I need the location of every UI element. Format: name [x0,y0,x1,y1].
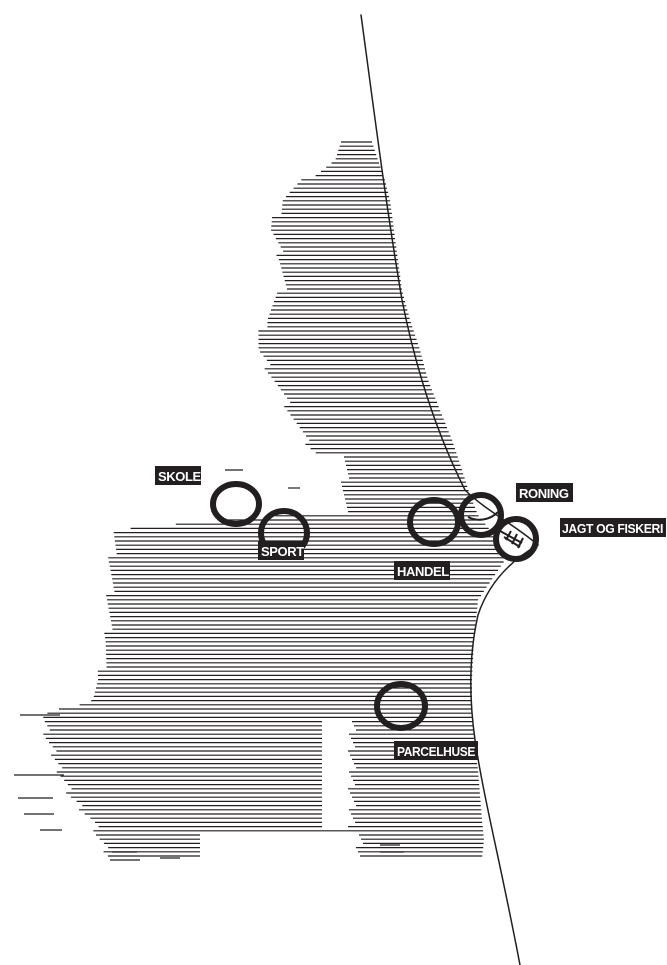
label-jagt-og-fiskeri[interactable]: JAGT OG FISKERI [560,518,666,537]
hatched-area [14,141,504,861]
coastline [360,14,540,965]
label-sport[interactable]: SPORT [258,541,305,560]
pier-marks [467,511,524,549]
label-skole[interactable]: SKOLE [155,466,202,485]
label-parcelhuse-text: PARCELHUSE [397,744,476,759]
label-handel-text: HANDEL [397,564,449,579]
roning-circle[interactable] [458,492,504,538]
label-parcelhuse[interactable]: PARCELHUSE [394,741,478,760]
label-sport-text: SPORT [261,544,304,559]
label-roning-text: RONING [519,486,569,501]
parcelhuse-circle[interactable] [374,681,428,731]
skole-circle[interactable] [210,481,262,527]
label-skole-text: SKOLE [158,469,202,484]
jagt-og-fiskeri-circle[interactable] [493,516,539,562]
label-handel[interactable]: HANDEL [394,561,450,580]
label-jagt-og-fiskeri-text: JAGT OG FISKERI [562,521,663,536]
label-roning[interactable]: RONING [516,483,573,502]
handel-circle[interactable] [407,497,461,547]
